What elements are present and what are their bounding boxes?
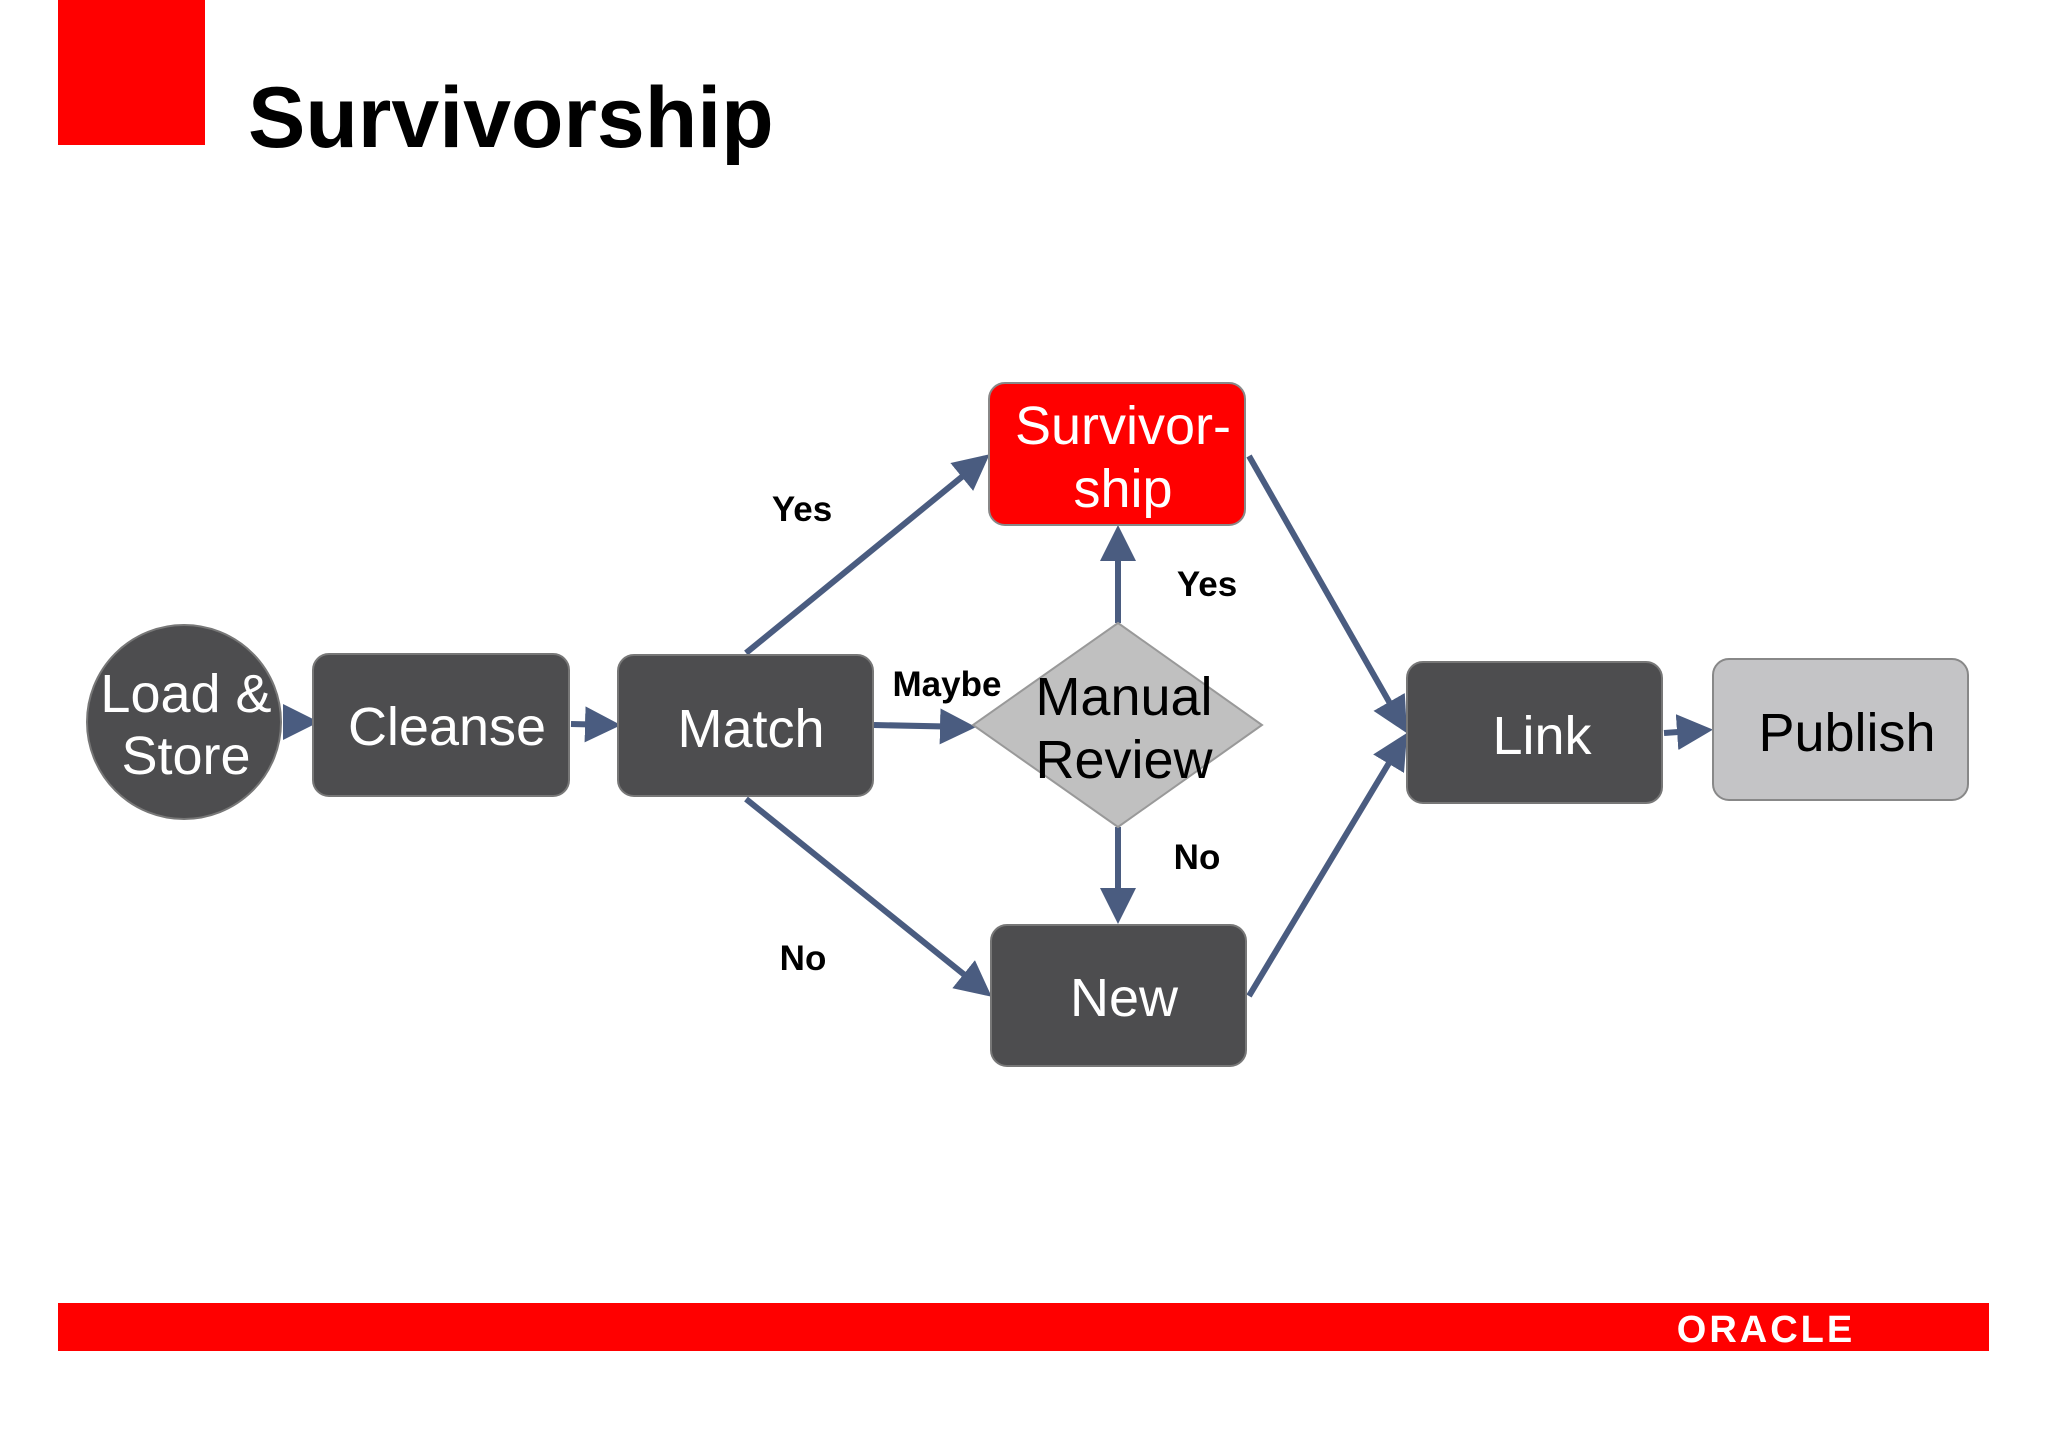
edge-label-match-yes: Yes: [772, 490, 832, 529]
node-link-shape: [1406, 661, 1663, 804]
node-load-store-shape: [86, 624, 282, 820]
node-link: Link: [1406, 661, 1663, 804]
arrow-link-to-publish: [1663, 714, 1713, 751]
node-manual-review-line2: Review: [1035, 730, 1213, 790]
footer-red-bar: [58, 1303, 1989, 1351]
brand-red-square: [58, 0, 205, 145]
arrow-cleanse-to-match: [570, 706, 621, 743]
node-survivorship-line2: ship: [1073, 459, 1172, 519]
node-load-store: Load & Store: [86, 624, 282, 820]
node-link-label: Link: [1492, 706, 1592, 766]
node-survivorship-shape: [988, 382, 1246, 526]
connectors: [283, 454, 1713, 998]
node-new-shape: [990, 924, 1247, 1067]
node-survivorship: Survivor- ship: [988, 382, 1246, 526]
node-cleanse-shape: [312, 653, 570, 797]
arrow-match-to-survivorship: [744, 454, 990, 656]
arrow-new-to-link: [1246, 732, 1408, 998]
arrow-survivorship-to-link: [1246, 454, 1407, 734]
node-cleanse: Cleanse: [312, 653, 570, 797]
node-publish: Publish: [1712, 658, 1969, 801]
node-publish-label: Publish: [1758, 703, 1935, 763]
arrow-match-to-new: [744, 796, 992, 997]
edge-label-review-yes: Yes: [1177, 565, 1237, 604]
arrow-match-to-review: [873, 708, 976, 745]
node-match: Match: [617, 654, 874, 797]
node-manual-review-shape: [971, 621, 1264, 829]
node-cleanse-label: Cleanse: [348, 697, 546, 757]
page-title: Survivorship: [248, 70, 774, 166]
node-new-label: New: [1070, 968, 1179, 1028]
edge-label-match-no: No: [780, 939, 827, 978]
edge-label-review-no: No: [1174, 838, 1221, 877]
node-publish-shape: [1712, 658, 1969, 801]
node-match-label: Match: [677, 699, 824, 759]
node-new: New: [990, 924, 1247, 1067]
node-load-store-line1: Load &: [100, 664, 271, 724]
edge-label-match-maybe: Maybe: [893, 665, 1002, 704]
node-survivorship-line1: Survivor-: [1015, 396, 1231, 456]
node-match-shape: [617, 654, 874, 797]
node-manual-review-line1: Manual: [1035, 667, 1212, 727]
node-manual-review: Manual Review: [971, 621, 1264, 829]
oracle-logo: ORACLE: [1677, 1309, 1855, 1351]
node-load-store-line2: Store: [121, 726, 250, 786]
